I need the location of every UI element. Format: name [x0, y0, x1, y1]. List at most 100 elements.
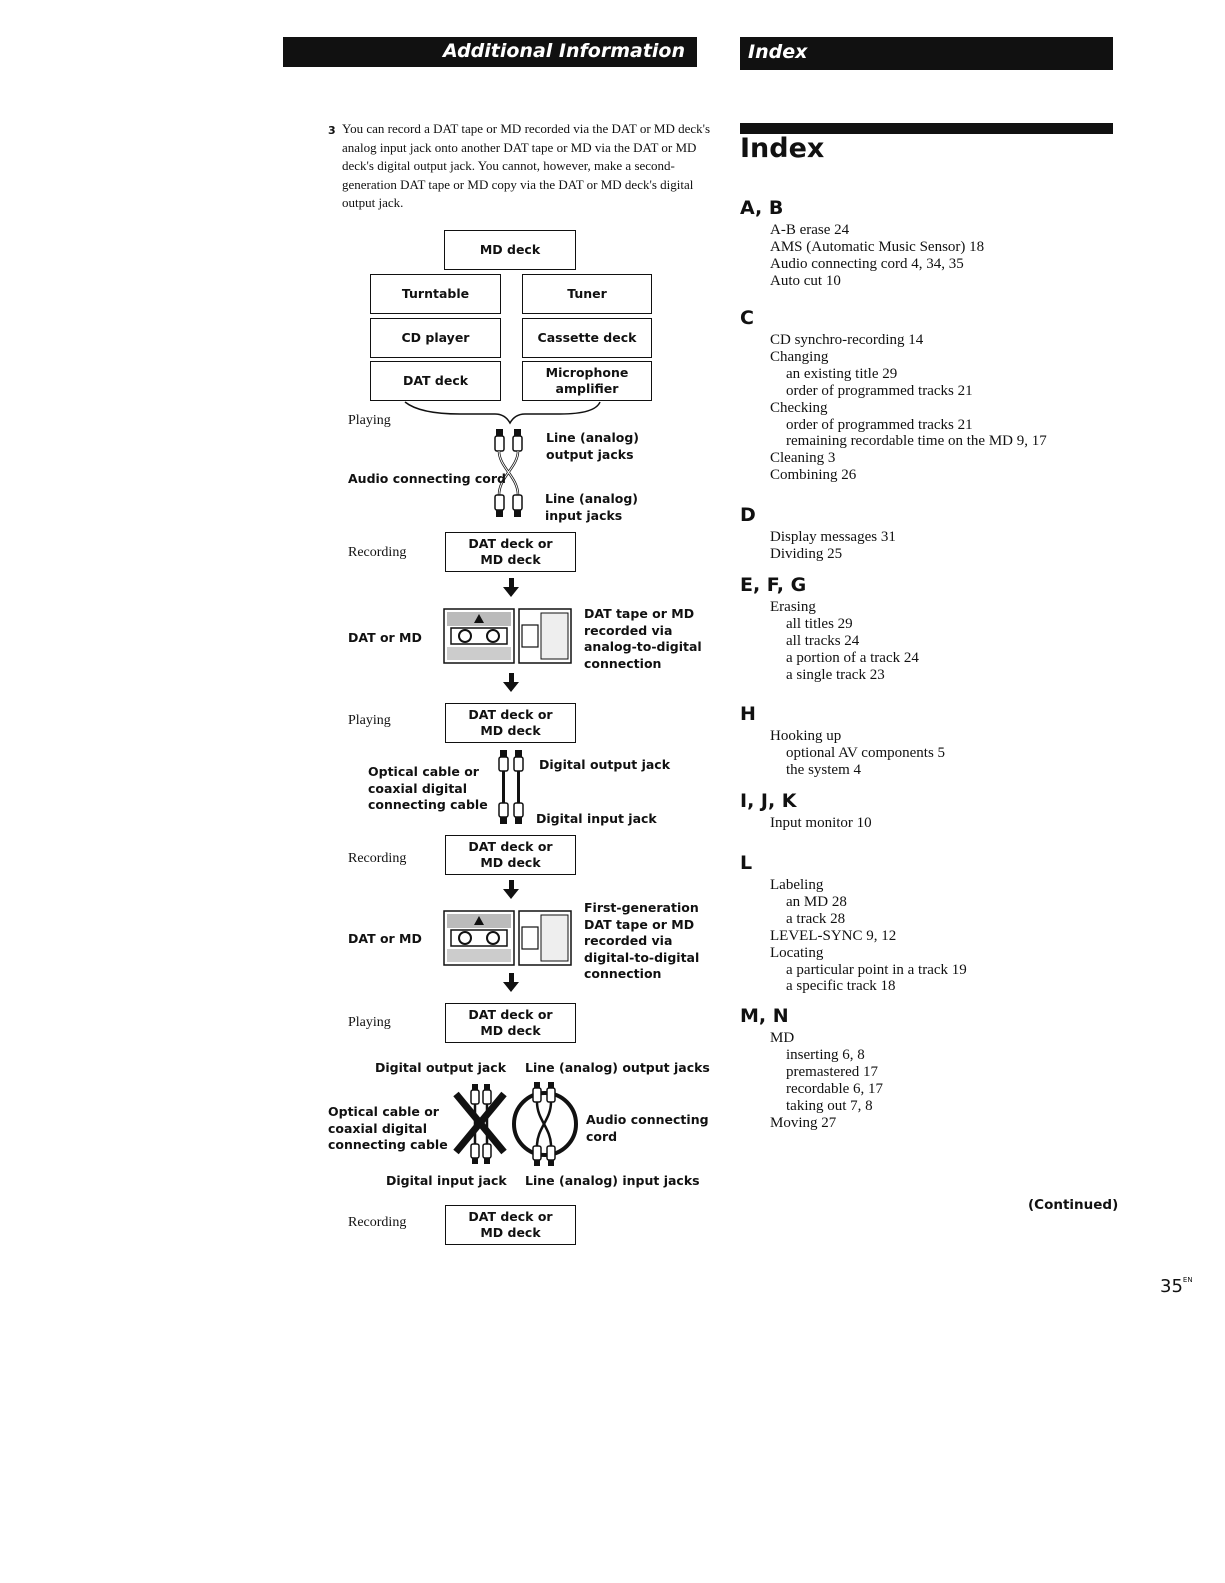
- box-label: Tuner: [567, 286, 607, 301]
- step-paragraph: 3 You can record a DAT tape or MD record…: [328, 120, 712, 213]
- digital-output-jack-label: Digital output jack: [375, 1060, 507, 1075]
- section-header-additional-information: Additional Information: [283, 37, 697, 67]
- tuner-box: Tuner: [522, 274, 652, 314]
- label-line: analog-to-digital: [584, 639, 702, 654]
- cd-player-box: CD player: [370, 318, 501, 358]
- box-label: CD player: [401, 330, 470, 345]
- crossed-cable-icon: [453, 1082, 578, 1166]
- dat-tape-and-md-icon: [443, 910, 572, 966]
- box-label: Microphone: [545, 365, 629, 380]
- line-output-label: Line (analog)output jacks: [546, 430, 639, 463]
- digital-input-jack-label: Digital input jack: [386, 1173, 507, 1188]
- index-subentry: all titles 29: [786, 615, 853, 632]
- index-entry: Changing: [770, 348, 829, 365]
- label-line: DAT tape or MD: [584, 606, 695, 621]
- recording-label-1: Recording: [348, 545, 407, 560]
- box-label: Turntable: [401, 286, 470, 301]
- index-entry: CD synchro-recording 14: [770, 332, 924, 348]
- label-line: recorded via: [584, 933, 673, 948]
- label-line: cord: [586, 1128, 618, 1144]
- index-subentry: order of programmed tracks 21: [786, 382, 973, 399]
- index-entry: Cleaning 3: [770, 450, 836, 467]
- playing-label-3: Playing: [348, 1015, 391, 1030]
- page-number: 35EN: [1160, 1276, 1193, 1297]
- label-line: First-generation: [584, 900, 699, 915]
- label-line: connecting cable: [368, 797, 488, 812]
- box-label: DAT deck: [402, 373, 469, 388]
- optical-cable-label-2: Optical cable or coaxial digital connect…: [328, 1104, 448, 1154]
- index-subentry: a specific track 18: [786, 978, 896, 995]
- recording-label-2: Recording: [348, 851, 407, 866]
- audio-cord-label: Audio connecting cord: [348, 471, 506, 486]
- index-letter-heading: C: [740, 307, 754, 329]
- digital-input-label: Digital input jack: [536, 811, 657, 826]
- index-entry: Input monitor 10: [770, 815, 872, 831]
- box-label: MD deck: [480, 1225, 541, 1240]
- index-entry: Display messages 31: [770, 529, 896, 545]
- index-entry: Erasing: [770, 599, 816, 615]
- step-text: You can record a DAT tape or MD recorded…: [342, 121, 711, 211]
- index-subentry: an existing title 29: [786, 365, 898, 382]
- cassette-deck-box: Cassette deck: [522, 318, 652, 358]
- index-entry: Audio connecting cord 4, 34, 35: [770, 255, 964, 272]
- label-line: coaxial digital: [328, 1120, 428, 1136]
- first-generation-description: First-generation DAT tape or MD recorded…: [584, 900, 699, 983]
- optical-cable-label-1: Optical cable or coaxial digital connect…: [368, 764, 488, 814]
- index-subentry: premastered 17: [786, 1063, 879, 1080]
- box-label: DAT deck or: [468, 1007, 553, 1022]
- index-entry: Moving 27: [770, 1114, 837, 1131]
- index-entry: Checking: [770, 399, 828, 416]
- box-label: amplifier: [555, 381, 619, 396]
- index-entry: Hooking up: [770, 728, 842, 744]
- index-letter-heading: A, B: [740, 197, 784, 219]
- index-entry: Locating: [770, 944, 824, 961]
- label-line: connection: [584, 655, 662, 671]
- index-letter-heading: I, J, K: [740, 790, 797, 812]
- index-letter-heading: M, N: [740, 1005, 789, 1027]
- index-subentry: a single track 23: [786, 666, 885, 683]
- playing-label-1: Playing: [348, 413, 391, 428]
- label-line: connection: [584, 966, 662, 981]
- index-letter-heading: H: [740, 703, 756, 725]
- label-line: Audio connecting: [586, 1112, 709, 1127]
- page-number-value: 35: [1160, 1276, 1183, 1297]
- box-label: MD deck: [480, 855, 541, 870]
- line-output-jacks-label: Line (analog) output jacks: [525, 1060, 710, 1075]
- playing-label-2: Playing: [348, 713, 391, 728]
- label-line: DAT tape or MD: [584, 916, 695, 932]
- analog-media-description: DAT tape or MD recorded via analog-to-di…: [584, 606, 702, 672]
- audio-cord-icon: [494, 429, 523, 517]
- audio-connecting-cord-label: Audio connecting cord: [586, 1112, 709, 1145]
- index-subentry: the system 4: [786, 761, 861, 778]
- dat-or-md-label-2: DAT or MD: [348, 931, 422, 946]
- label-line: connecting cable: [328, 1137, 448, 1152]
- index-entry: Dividing 25: [770, 545, 843, 562]
- index-entry: MD: [770, 1030, 795, 1046]
- dat-tape-and-md-icon: [443, 608, 572, 664]
- label-line: input jacks: [545, 507, 623, 523]
- box-label: MD deck: [480, 723, 541, 738]
- index-entry: Combining 26: [770, 467, 857, 484]
- line-input-jacks-label: Line (analog) input jacks: [525, 1173, 700, 1188]
- digital-output-label: Digital output jack: [539, 757, 671, 772]
- index-subentry: an MD 28: [786, 893, 847, 910]
- label-line: digital-to-digital: [584, 949, 700, 965]
- index-subentry: optional AV components 5: [786, 744, 946, 761]
- recording-label-3: Recording: [348, 1215, 407, 1230]
- label-line: coaxial digital: [368, 780, 468, 796]
- line-input-label: Line (analog)input jacks: [545, 491, 638, 524]
- index-letter-heading: E, F, G: [740, 574, 807, 596]
- box-label: DAT deck or: [468, 536, 553, 551]
- label-line: output jacks: [546, 446, 634, 462]
- section-header-index: Index: [740, 37, 1113, 70]
- dat-deck-box: DAT deck: [370, 361, 501, 401]
- box-label: DAT deck or: [468, 1209, 553, 1224]
- box-label: Cassette deck: [537, 330, 637, 345]
- box-label: MD deck: [480, 552, 541, 567]
- box-label: MD deck: [480, 1023, 541, 1038]
- md-deck-source-box: MD deck: [444, 230, 576, 270]
- index-entry: AMS (Automatic Music Sensor) 18: [770, 238, 985, 255]
- index-subentry: remaining recordable time on the MD 9, 1…: [786, 433, 1047, 450]
